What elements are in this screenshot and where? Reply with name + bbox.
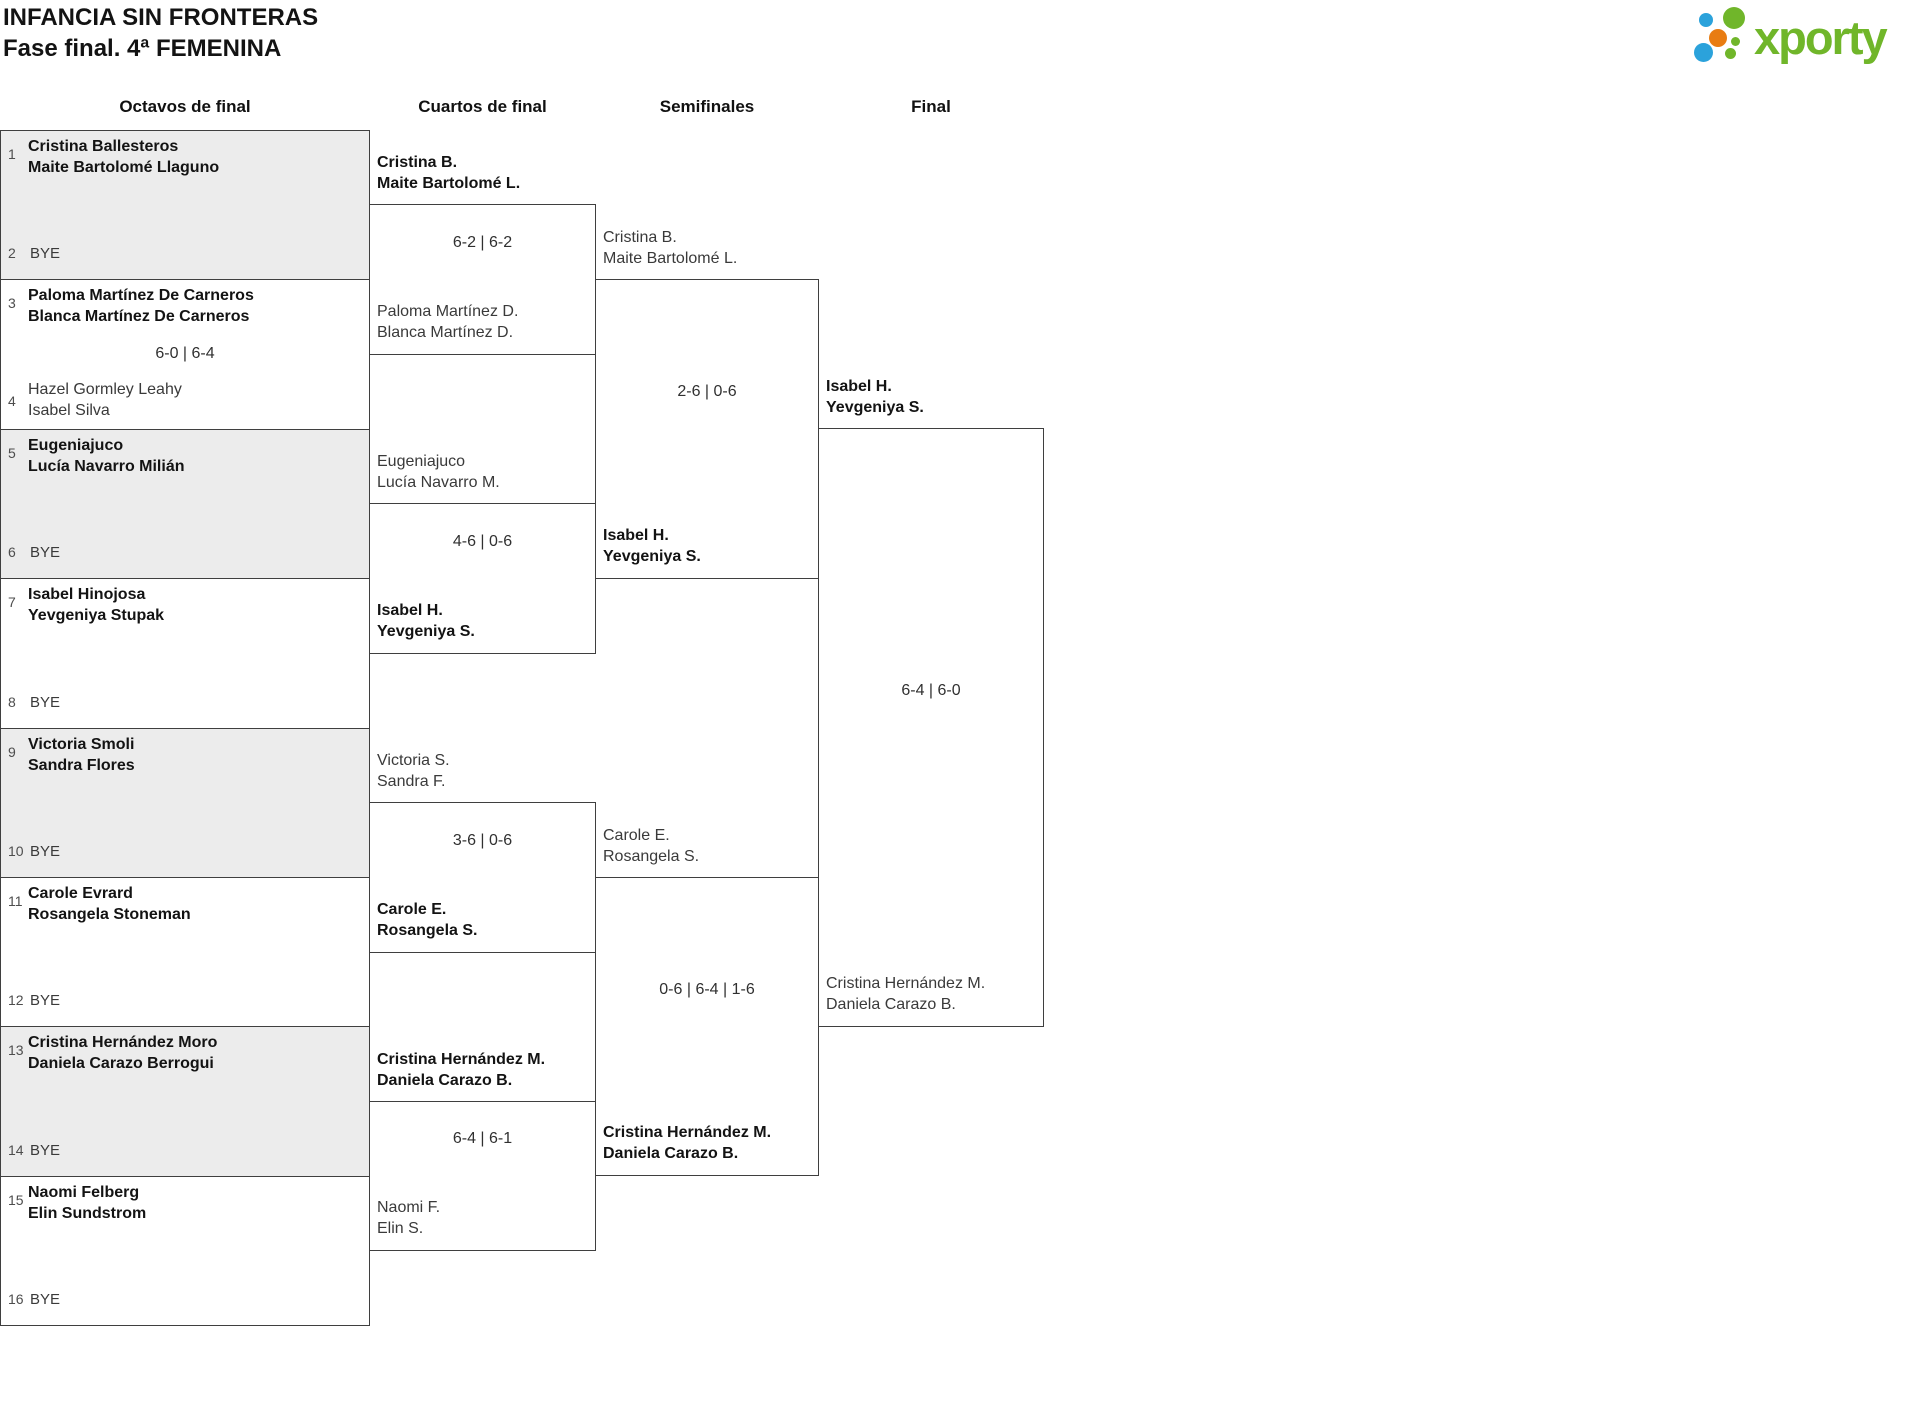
bye-row: 8 BYE [8, 693, 60, 712]
logo-dot-icon [1694, 43, 1713, 62]
team-name: Carole E.Rosangela S. [377, 901, 478, 939]
seed-number: 10 [8, 843, 24, 859]
column-header-final: Final [911, 97, 951, 116]
team-name: Naomi F.Elin S. [377, 1199, 441, 1237]
team-name: Carole E.Rosangela S. [603, 827, 700, 865]
seed-number: 7 [8, 594, 16, 610]
seed-number: 11 [8, 893, 23, 909]
xporty-logo: xporty [1684, 5, 1912, 71]
match-score: 2-6 | 0-6 [677, 383, 737, 400]
bye-label: BYE [30, 1142, 61, 1159]
page-title: INFANCIA SIN FRONTERAS Fase final. 4ª FE… [3, 2, 318, 64]
match-score: 6-2 | 6-2 [452, 233, 513, 251]
team-name: Cristina Hernández M.Daniela Carazo B. [377, 1051, 546, 1089]
match-score: 6-4 | 6-0 [901, 681, 961, 699]
team-name: Isabel H.Yevgeniya S. [377, 602, 475, 640]
column-header-octavos: Octavos de final [119, 97, 251, 116]
bye-row: 14 BYE [8, 1141, 60, 1160]
team-name: Victoria S.Sandra F. [377, 752, 450, 790]
logo-text: xporty [1754, 11, 1888, 64]
match-score: 4-6 | 0-6 [452, 532, 513, 550]
bye-row: 12 BYE [8, 991, 60, 1010]
logo-dot-icon [1709, 29, 1727, 47]
seed-number: 15 [8, 1192, 24, 1208]
logo-dot-icon [1731, 37, 1740, 46]
cuartos-match-3: Victoria S.Sandra F. 3-6 | 0-6 Carole E.… [369, 752, 596, 953]
seed-number: 16 [8, 1291, 24, 1307]
seed-number: 12 [8, 992, 24, 1008]
match-score: 3-6 | 0-6 [452, 831, 513, 849]
team-name: Cristina B.Maite Bartolomé L. [377, 154, 521, 192]
cuartos-match-1: Cristina B.Maite Bartolomé L. 6-2 | 6-2 … [369, 154, 596, 355]
seed-number: 4 [8, 393, 16, 409]
column-header-cuartos: Cuartos de final [418, 97, 547, 116]
seed-number: 8 [8, 694, 16, 710]
bye-row: 10 BYE [8, 842, 60, 861]
seed-number: 9 [8, 744, 16, 760]
logo-dot-icon [1725, 48, 1736, 59]
bye-row: 2 BYE [8, 244, 60, 263]
bye-row: 6 BYE [8, 543, 60, 562]
semifinal-match-1: Cristina B.Maite Bartolomé L. 2-6 | 0-6 … [595, 229, 819, 579]
bye-label: BYE [30, 843, 61, 860]
final-match: Isabel H.Yevgeniya S. 6-4 | 6-0 Cristina… [818, 378, 1044, 1027]
logo-dot-icon [1699, 13, 1713, 27]
column-header-semifinales: Semifinales [659, 97, 755, 116]
seed-number: 5 [8, 445, 16, 461]
cuartos-match-4: Cristina Hernández M.Daniela Carazo B. 6… [369, 1051, 596, 1251]
seed-number: 13 [8, 1042, 24, 1058]
match-score: 6-0 | 6-4 [155, 344, 215, 362]
bye-label: BYE [30, 544, 61, 561]
team-name: Cristina B.Maite Bartolomé L. [603, 229, 738, 267]
seed-number: 6 [8, 544, 16, 560]
seed-number: 2 [8, 245, 16, 261]
bye-label: BYE [30, 694, 61, 711]
bye-label: BYE [30, 245, 61, 262]
tournament-name: INFANCIA SIN FRONTERAS [3, 4, 319, 31]
team-name: Isabel H.Yevgeniya S. [826, 378, 924, 416]
seed-number: 1 [8, 146, 16, 162]
phase-name: Fase final. 4ª FEMENINA [3, 35, 282, 62]
seed-number: 14 [8, 1142, 24, 1158]
seed-number: 3 [8, 295, 16, 311]
bye-label: BYE [30, 1291, 61, 1308]
team-name: Cristina Hernández M.Daniela Carazo B. [603, 1124, 772, 1162]
bye-label: BYE [30, 992, 61, 1009]
team-name: Cristina Hernández M.Daniela Carazo B. [826, 975, 986, 1013]
semifinal-match-2: Carole E.Rosangela S. 0-6 | 6-4 | 1-6 Cr… [595, 827, 819, 1176]
team-name: Isabel H.Yevgeniya S. [603, 527, 701, 565]
bye-row: 16 BYE [8, 1290, 60, 1309]
team-name: Paloma Martínez D.Blanca Martínez D. [377, 303, 519, 341]
logo-dot-icon [1723, 7, 1745, 29]
match-score: 0-6 | 6-4 | 1-6 [659, 980, 755, 998]
match-score: 6-4 | 6-1 [452, 1130, 513, 1147]
